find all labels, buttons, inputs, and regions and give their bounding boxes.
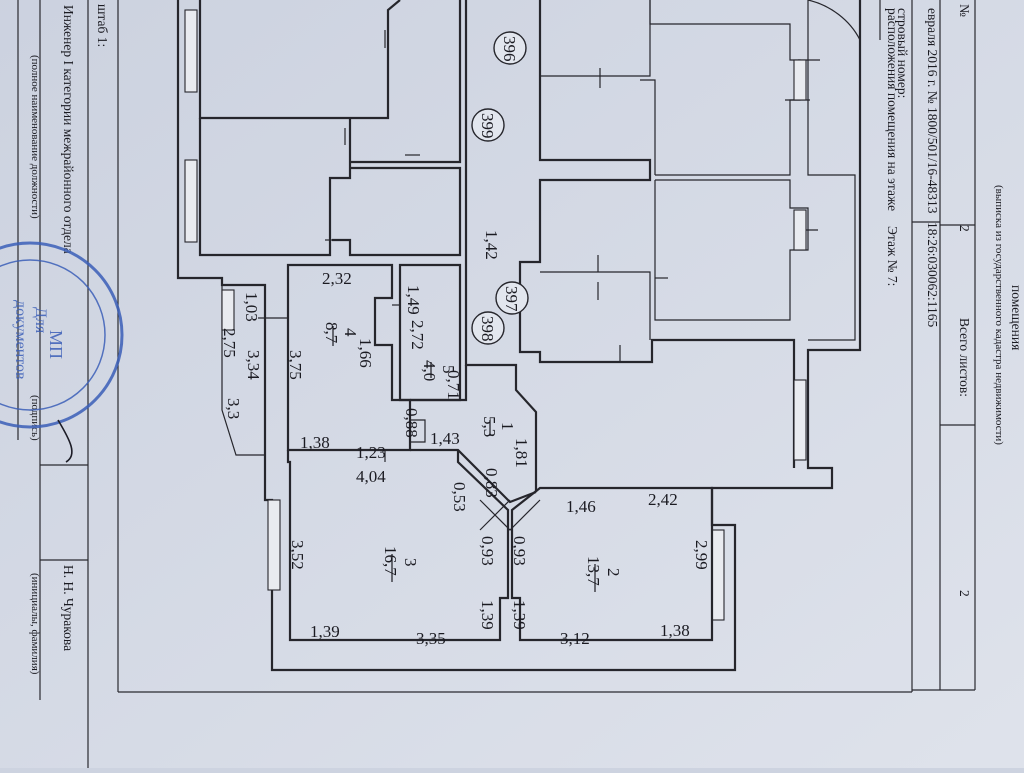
dim-label: 0,93 <box>478 536 497 566</box>
dim-label: 0,88 <box>402 408 421 438</box>
header-subtitle: (выписка из государственного кадастра не… <box>993 185 1005 445</box>
dim-label: 3,52 <box>288 540 307 570</box>
dim-label: 2,32 <box>322 269 352 288</box>
svg-text:1: 1 <box>498 422 517 431</box>
dim-label: 0,53 <box>450 482 469 512</box>
dim-label: 1,66 <box>356 338 375 368</box>
room-2-label: 2 13,7 <box>584 556 623 592</box>
total-sheets-label: Всего листов: <box>957 318 972 397</box>
dim-label: 1,38 <box>300 433 330 452</box>
form-frame <box>17 0 976 768</box>
marker-398: 398 <box>471 311 505 345</box>
svg-text:2: 2 <box>604 568 623 577</box>
svg-text:397: 397 <box>502 286 521 312</box>
marker-399: 399 <box>471 108 505 142</box>
dim-label: 1,23 <box>356 443 386 462</box>
dim-label: 1,39 <box>510 600 529 630</box>
sheet-no-value: 2 <box>957 225 972 232</box>
svg-text:399: 399 <box>478 113 497 139</box>
dim-label: 1,43 <box>430 429 460 448</box>
dim-label: 3,12 <box>560 629 590 648</box>
official-stamp: Для документов МП <box>0 241 124 429</box>
floor-value: Этаж № 7: <box>885 226 900 286</box>
dim-label: 2,42 <box>648 490 678 509</box>
plan-markers: 396 399 397 398 <box>471 31 529 345</box>
marker-397: 397 <box>495 281 529 315</box>
marker-396: 396 <box>493 31 527 65</box>
dim-label: 2,75 <box>220 328 239 358</box>
scale-label: штаб 1: <box>95 4 110 47</box>
dim-label: 1,38 <box>660 621 690 640</box>
date-line: евраля 2016 г. № 1800/501/16-48313 <box>925 8 940 214</box>
dim-label: 0,83 <box>482 468 501 498</box>
svg-text:5: 5 <box>439 365 458 374</box>
dim-label: 2,99 <box>692 540 711 570</box>
position-caption: (полное наименование должности) <box>29 55 41 219</box>
dim-label: 0,93 <box>510 536 529 566</box>
name-caption: (инициалы, фамилия) <box>29 573 41 675</box>
header-title: помещения <box>1009 285 1024 350</box>
room-1-label: 1 5,3 <box>480 416 517 437</box>
svg-text:4: 4 <box>341 328 360 337</box>
dim-label: 3,34 <box>244 350 263 380</box>
dim-label: 3,3 <box>224 398 243 419</box>
room-4-label: 4 8,7 <box>322 322 360 346</box>
room-5-label: 5 4,0 <box>420 360 458 381</box>
dim-label: 1,81 <box>512 438 531 468</box>
stamp-text-3: МП <box>46 330 66 359</box>
dim-label: 1,03 <box>242 292 261 322</box>
svg-text:4,0: 4,0 <box>420 360 439 381</box>
dim-label: 1,49 <box>404 285 423 315</box>
svg-text:398: 398 <box>478 316 497 342</box>
dim-label: 1,46 <box>566 497 596 516</box>
dim-label: 3,75 <box>286 350 305 380</box>
svg-text:16,7: 16,7 <box>381 546 400 576</box>
header-block: помещения (выписка из государственного к… <box>885 4 1024 597</box>
dim-label: 3,35 <box>416 629 446 648</box>
stamp-text-1: Для <box>32 307 49 334</box>
dim-label: 2,72 <box>408 320 427 350</box>
svg-text:13,7: 13,7 <box>584 556 603 586</box>
dim-label: 1,39 <box>310 622 340 641</box>
dim-label: 0,71 <box>444 370 463 400</box>
svg-text:3: 3 <box>401 558 420 567</box>
floor-plan-label: расположения помещения на этаже <box>885 8 900 211</box>
svg-text:5,3: 5,3 <box>480 416 499 437</box>
total-sheets-value: 2 <box>957 590 972 597</box>
sheet-no-label: № <box>957 4 972 17</box>
dim-label: 4,04 <box>356 467 386 486</box>
svg-text:8,7: 8,7 <box>322 322 341 344</box>
dimension-labels: 2,32 1,49 2,72 1,66 3,75 1,03 2,75 3,3 4 … <box>220 269 711 648</box>
stamp-text-2: документов <box>12 300 29 380</box>
room-labels: 4 8,7 5 4,0 1 5,3 3 16,7 2 13,7 <box>322 322 623 592</box>
signature-caption: (подпись) <box>29 395 41 441</box>
cadastral-value: 18:26:030062:1165 <box>925 222 940 328</box>
engineer-position: Инженер I категории межрайонного отдела <box>61 5 76 254</box>
cadastral-label: стровый номер: <box>895 8 910 98</box>
signature-mark <box>57 419 73 463</box>
svg-text:396: 396 <box>500 36 519 62</box>
dim-label: 1,39 <box>478 600 497 630</box>
engineer-name: Н. Н. Чуракова <box>61 565 76 651</box>
footer-block: штаб 1: Инженер I категории межрайонного… <box>29 4 110 675</box>
corridor-dimension: 1,42 <box>482 230 501 260</box>
room-3-label: 3 16,7 <box>381 546 420 582</box>
